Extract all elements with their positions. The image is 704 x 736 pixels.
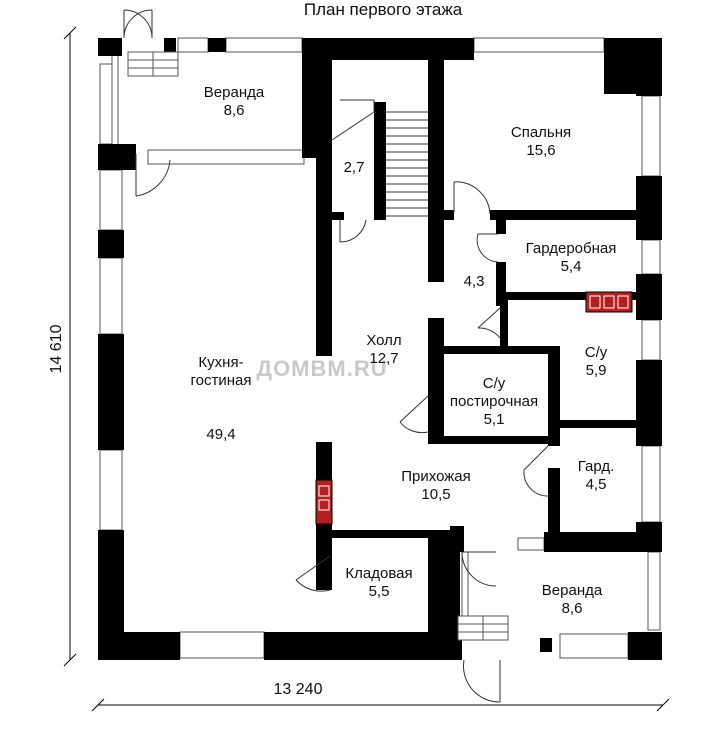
room-area: 49,4 — [206, 426, 236, 443]
room-bath-main: С/у 5,9 — [585, 344, 608, 380]
room-veranda-bottom: Веранда 8,6 — [542, 582, 602, 618]
room-kitchen: Кухня- гостиная 49,4 — [191, 318, 252, 462]
room-name: Кухня- гостиная — [190, 354, 252, 389]
entry-steps — [127, 51, 509, 641]
room-wardrobe: Гардеробная 5,4 — [526, 240, 617, 276]
veranda-railings — [111, 50, 469, 634]
staircase — [331, 99, 428, 217]
width-dimension: 13 240 — [273, 681, 323, 698]
room-area: 2,7 — [343, 159, 365, 176]
room-name: Холл — [366, 332, 402, 349]
room-name: С/у — [584, 344, 608, 361]
room-area: 10,5 — [421, 486, 451, 503]
room-area: 5,5 — [368, 583, 390, 600]
dimension-lines — [63, 26, 670, 712]
room-area: 12,7 — [369, 350, 399, 367]
height-dimension: 14 610 — [48, 324, 65, 374]
room-area: 5,4 — [560, 258, 582, 275]
room-storage: Кладовая 5,5 — [345, 565, 412, 601]
watermark: ДОМВМ.RU — [256, 356, 388, 381]
room-name: Гардеробная — [525, 240, 617, 257]
room-area: 4,3 — [463, 273, 485, 290]
room-stair: 2,7 — [344, 159, 365, 177]
room-closet: Гард. 4,5 — [578, 458, 615, 494]
room-area: 5,1 — [483, 411, 505, 428]
room-area: 4,5 — [585, 476, 607, 493]
room-entry: Прихожая 10,5 — [401, 468, 471, 504]
plan-title: План первого этажа — [303, 0, 463, 19]
room-area: 8,6 — [561, 600, 583, 617]
room-name: Кладовая — [345, 565, 413, 582]
room-bath-guest: С/у постирочная 5,1 — [450, 375, 538, 429]
room-name: Веранда — [203, 84, 265, 101]
walls — [98, 38, 662, 660]
room-area: 15,6 — [526, 142, 556, 159]
doors — [123, 9, 549, 703]
room-name: Спальня — [510, 124, 572, 141]
room-area: 5,9 — [585, 362, 607, 379]
stoves — [315, 291, 633, 525]
room-hall: Холл 12,7 — [366, 332, 401, 368]
room-name: Прихожая — [401, 468, 471, 485]
room-name: Веранда — [541, 582, 603, 599]
room-bedroom: Спальня 15,6 — [511, 124, 571, 160]
room-veranda-top: Веранда 8,6 — [204, 84, 264, 120]
room-area: 8,6 — [223, 102, 245, 119]
room-name: Гард. — [577, 458, 615, 475]
room-name: С/у постирочная — [449, 375, 539, 410]
room-corridor: 4,3 — [464, 273, 485, 291]
